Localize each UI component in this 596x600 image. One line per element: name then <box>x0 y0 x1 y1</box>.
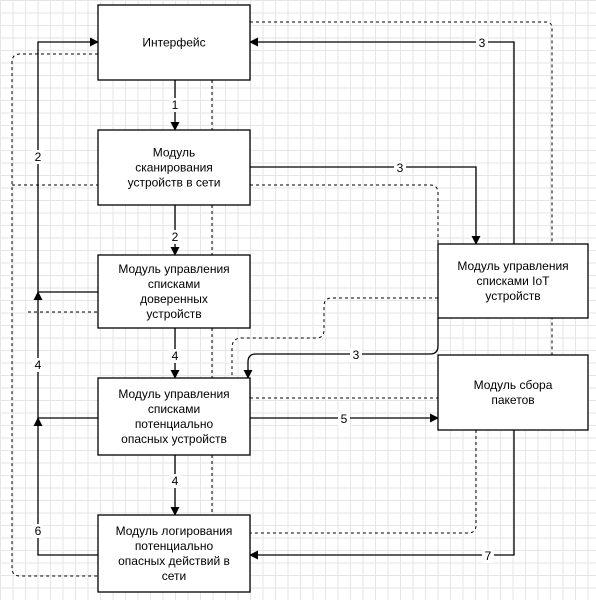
edge-label-4-center-bottom: 4 <box>172 474 179 488</box>
logging-label-line: опасных действий в <box>118 554 230 568</box>
arrow-dangerous-to-trusted-line <box>33 291 98 419</box>
dashed-packets-to-logging <box>250 430 477 534</box>
scanner-label-line: сканирования <box>135 161 213 175</box>
packets-label-line: пакетов <box>491 393 534 407</box>
edge-label-3-low: 3 <box>353 348 360 362</box>
edge-label-4-left: 4 <box>35 358 42 372</box>
dangerous-label-line: списками <box>148 402 200 416</box>
logging-label-line: Модуль логирования <box>116 524 233 538</box>
logging-label-line: сети <box>162 569 186 583</box>
dashed-scanner-right <box>250 184 439 244</box>
edge-label-7: 7 <box>485 549 492 563</box>
edge-label-3-mid: 3 <box>397 161 404 175</box>
edge-labels: 1 2 2 3 3 3 4 4 4 5 6 7 <box>32 36 494 563</box>
dashed-connectors <box>11 21 553 577</box>
iot-label-line: Модуль управления <box>457 259 568 273</box>
edge-label-6: 6 <box>35 524 42 538</box>
trusted-label-line: доверенных <box>140 292 208 306</box>
arrow-scanner-to-iot <box>250 166 481 245</box>
arrow-logging-to-dangerous <box>33 417 98 556</box>
dangerous-label-line: опасных устройств <box>121 432 227 446</box>
dangerous-label-line: Модуль управления <box>118 387 229 401</box>
arrow-iot-to-dangerous <box>243 318 439 379</box>
trusted-label-line: Модуль управления <box>118 262 229 276</box>
edge-label-2-center: 2 <box>172 230 179 244</box>
arrow-iot-to-interface <box>249 37 515 244</box>
dashed-interface-to-packets-right <box>250 21 553 411</box>
iot-label-line: устройств <box>485 289 540 303</box>
edge-label-2-left: 2 <box>35 150 42 164</box>
trusted-label-line: списками <box>148 277 200 291</box>
scanner-label-line: устройств в сети <box>128 176 221 190</box>
edge-label-1: 1 <box>172 98 179 112</box>
packets-label-line: Модуль сбора <box>474 378 553 392</box>
logging-label-line: потенциально <box>135 539 214 553</box>
node-interface-text: Интерфейс <box>142 36 205 50</box>
trusted-label-line: устройств <box>146 307 201 321</box>
interface-label-line: Интерфейс <box>142 36 205 50</box>
arrow-packets-to-logging <box>249 430 515 560</box>
dashed-iot-to-dangerous <box>231 297 438 378</box>
node-interface: Интерфейс <box>97 4 251 81</box>
arrow-trusted-to-interface <box>37 37 99 293</box>
dashed-left-loop <box>11 53 98 577</box>
dangerous-label-line: потенциально <box>135 417 214 431</box>
edge-label-4-center-top: 4 <box>172 349 179 363</box>
iot-label-line: списками IoT <box>476 274 550 288</box>
edge-label-3-top: 3 <box>479 36 486 50</box>
edge-label-5: 5 <box>341 412 348 426</box>
scanner-label-line: Модуль <box>153 146 196 160</box>
